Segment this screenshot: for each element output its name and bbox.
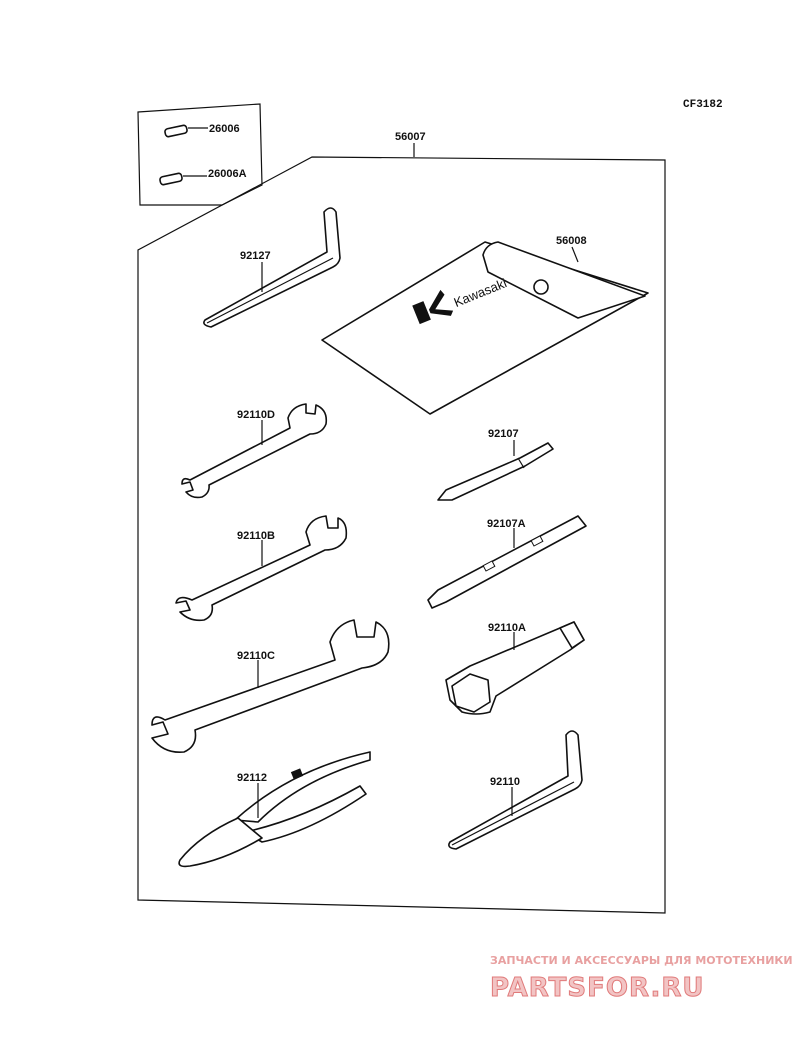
label-92112: 92112 <box>237 772 267 784</box>
label-92110a: 92110A <box>488 622 526 634</box>
wrench-92110b: 92110B <box>175 515 348 622</box>
wrench-92110c: 92110C <box>151 619 390 754</box>
label-92110: 92110 <box>490 776 520 788</box>
label-26006a: 26006A <box>208 168 247 180</box>
watermark-brand: PARTSFOR.RU <box>490 973 704 1003</box>
hex-key-92110: 92110 <box>448 730 583 850</box>
tool-bag-56008: Kawasaki 56008 <box>321 235 649 415</box>
label-56008: 56008 <box>556 235 587 247</box>
kit-outline <box>137 156 666 914</box>
label-92110c: 92110C <box>237 650 275 662</box>
label-92127: 92127 <box>240 250 271 262</box>
hex-key-92127: 92127 <box>203 207 341 328</box>
kit-label: 56007 <box>395 131 426 143</box>
screwdriver-handle-92107a: 92107A <box>427 515 587 609</box>
pin-26006a: 26006A <box>159 168 247 186</box>
screwdriver-92107: 92107 <box>437 428 554 501</box>
diagram-code: CF3182 <box>683 99 723 111</box>
pliers-92112: 92112 <box>178 751 371 868</box>
pin-box <box>137 103 263 206</box>
box-wrench-92110a: 92110A <box>445 621 585 715</box>
watermark-tagline: ЗАПЧАСТИ И АКСЕССУАРЫ ДЛЯ МОТОТЕХНИКИ <box>490 954 793 967</box>
watermark: ЗАПЧАСТИ И АКСЕССУАРЫ ДЛЯ МОТОТЕХНИКИ PA… <box>490 954 793 1004</box>
label-92107: 92107 <box>488 428 519 440</box>
pin-26006: 26006 <box>164 123 240 138</box>
label-92107a: 92107A <box>487 518 526 530</box>
wrench-92110d: 92110D <box>181 403 328 499</box>
label-92110b: 92110B <box>237 530 275 542</box>
label-92110d: 92110D <box>237 409 275 421</box>
label-26006: 26006 <box>209 123 240 135</box>
